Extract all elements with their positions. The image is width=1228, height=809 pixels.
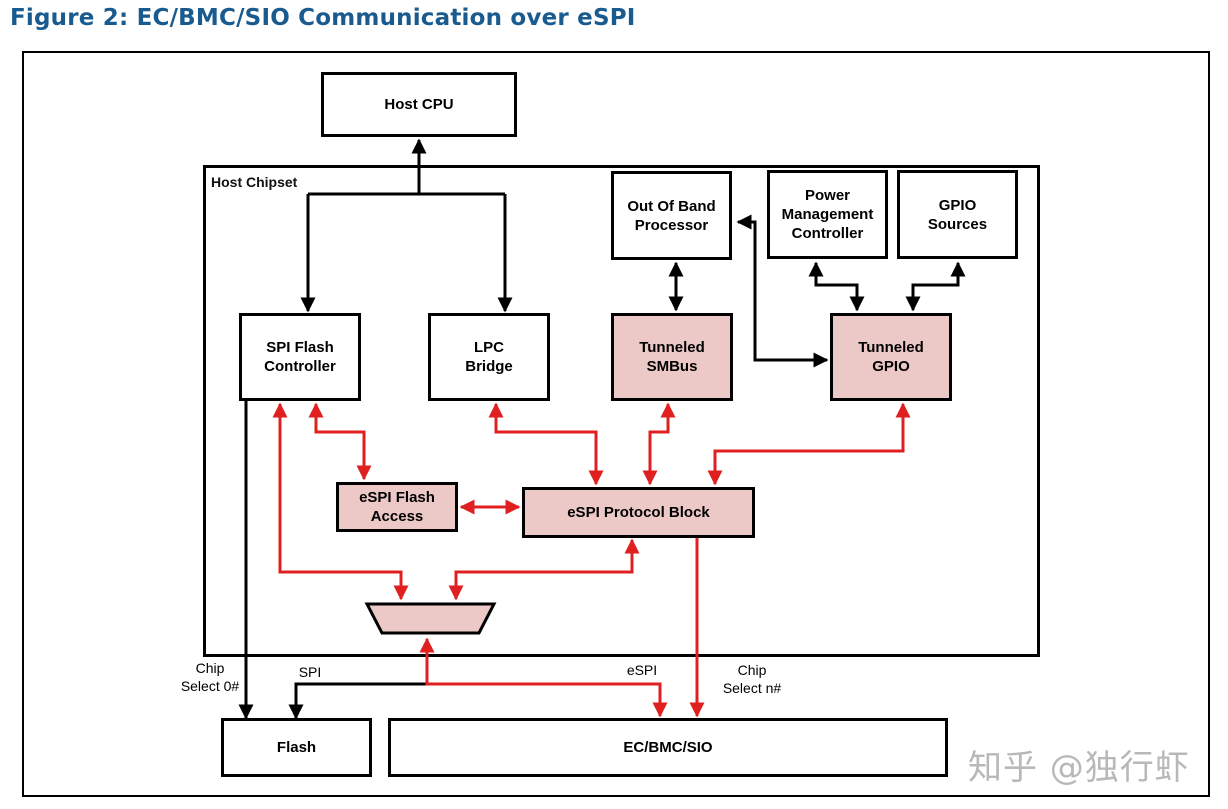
pmc-gpio-link: [808, 261, 865, 312]
host-cpu-block: Host CPU: [321, 72, 517, 137]
tunneled-smbus-block: Tunneled SMBus: [611, 313, 733, 401]
chip-select-n-label: Chip Select n#: [722, 662, 782, 696]
gpio-sources-block: GPIO Sources: [897, 170, 1018, 259]
out-of-band-processor-block: Out Of Band Processor: [611, 171, 732, 260]
figure-title: Figure 2: EC/BMC/SIO Communication over …: [10, 5, 636, 31]
spi-label: SPI: [298, 664, 322, 680]
flash-block: Flash: [221, 718, 372, 777]
mux-shape: [364, 602, 497, 635]
host-chipset-label: Host Chipset: [211, 174, 298, 190]
power-management-controller-block: Power Management Controller: [767, 170, 888, 259]
flash-ctrl-to-flash-access: [308, 402, 372, 481]
diagram-frame: [22, 51, 1210, 797]
mux-to-espi-bus: [419, 637, 668, 718]
espi-protocol-block: eSPI Protocol Block: [522, 487, 755, 538]
espi-flash-access-block: eSPI Flash Access: [336, 482, 458, 532]
lpc-bridge-block: LPC Bridge: [428, 313, 550, 401]
chip-select-0-label: Chip Select 0#: [180, 660, 240, 694]
gpio-sources-link: [905, 261, 966, 312]
spi-flash-controller-block: SPI Flash Controller: [239, 313, 361, 401]
mux-to-protocol: [448, 538, 640, 601]
spi-line: [288, 682, 429, 720]
gpio-to-protocol: [707, 402, 911, 486]
oob-gpio-link: [736, 214, 829, 368]
tunneled-gpio-block: Tunneled GPIO: [830, 313, 952, 401]
ec-bmc-sio-block: EC/BMC/SIO: [388, 718, 948, 777]
smbus-to-protocol: [642, 402, 676, 486]
espi-label: eSPI: [626, 662, 658, 678]
watermark: 知乎 @独行虾: [968, 748, 1190, 788]
lpc-to-protocol: [488, 402, 604, 486]
flash-ctrl-to-mux: [272, 402, 409, 601]
